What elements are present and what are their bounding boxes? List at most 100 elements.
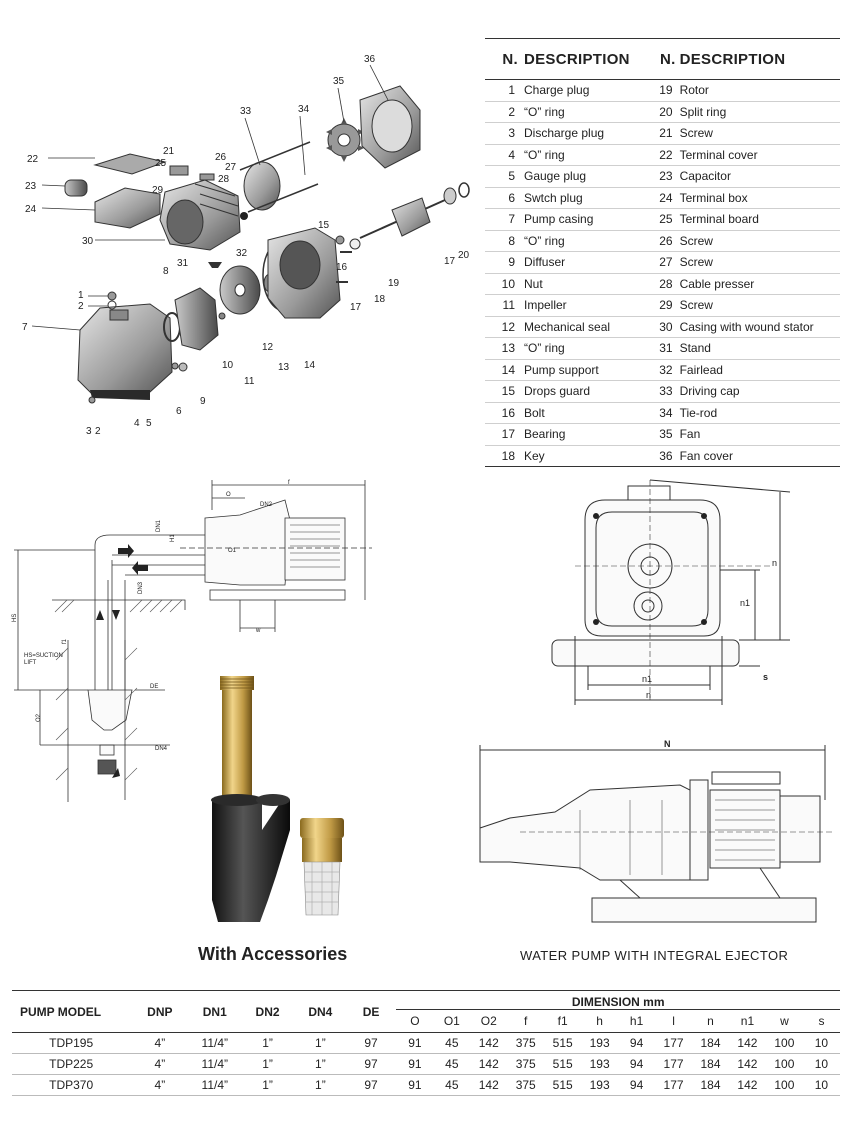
part-number: 18 xyxy=(485,445,524,467)
cell-dn2: 1” xyxy=(240,1074,296,1096)
part-description: Fan cover xyxy=(679,445,840,467)
cell-dim: 142 xyxy=(728,1032,766,1054)
part-number: 6 xyxy=(485,187,524,209)
part-description: Stand xyxy=(679,337,840,360)
header-dn4: DN4 xyxy=(295,990,346,1033)
part-number: 13 xyxy=(485,337,524,360)
part-number: 8 xyxy=(485,230,524,252)
callout-34: 34 xyxy=(298,104,310,115)
dim-label-dn2: DN2 xyxy=(260,502,273,508)
part-description: Discharge plug xyxy=(524,122,651,145)
part-description: “O” ring xyxy=(524,101,651,123)
part-number: 32 xyxy=(650,359,680,381)
part-number: 23 xyxy=(650,165,680,188)
part-description: Screw xyxy=(679,230,840,252)
header-dim: O2 xyxy=(470,1009,508,1033)
cell-dn2: 1” xyxy=(240,1032,296,1054)
callout-32: 32 xyxy=(236,248,248,259)
part-number: 14 xyxy=(485,359,524,381)
callout-17b: 17 xyxy=(350,302,362,313)
part-description: Impeller xyxy=(524,294,651,317)
callout-21: 21 xyxy=(163,146,175,157)
part-number: 5 xyxy=(485,165,524,188)
part-description: Gauge plug xyxy=(524,165,651,188)
part-number: 35 xyxy=(650,423,680,446)
callout-17: 17 xyxy=(444,256,456,267)
dim-label-f1: f1 xyxy=(62,638,68,644)
part-description: Bolt xyxy=(524,402,651,424)
part-description: “O” ring xyxy=(524,230,651,252)
part-number: 20 xyxy=(650,101,680,123)
cell-dim: 142 xyxy=(728,1074,766,1096)
part-number: 21 xyxy=(650,122,680,145)
cell-dnp: 4” xyxy=(130,1053,190,1075)
header-dnp: DNP xyxy=(130,990,190,1033)
part-number: 34 xyxy=(650,402,680,424)
callout-19: 19 xyxy=(388,278,400,289)
dim-label-dn3: DN3 xyxy=(138,581,144,594)
cell-dim: 375 xyxy=(507,1032,545,1054)
cell-dn2: 1” xyxy=(240,1053,296,1075)
cell-dim: 142 xyxy=(728,1053,766,1075)
header-de: DE xyxy=(345,990,397,1033)
part-description: Screw xyxy=(679,251,840,274)
part-description: Fairlead xyxy=(679,359,840,381)
header-dim: O xyxy=(396,1009,434,1033)
header-pump-model: PUMP MODEL xyxy=(12,990,131,1033)
callout-30: 30 xyxy=(82,236,94,247)
front-view-diagram: n n1 n1 n s xyxy=(551,479,791,705)
cell-dim: 45 xyxy=(433,1032,471,1054)
cell-dim: 142 xyxy=(470,1053,508,1075)
callout-4: 4 xyxy=(134,418,140,429)
cell-dnp: 4” xyxy=(130,1032,190,1054)
callout-11: 11 xyxy=(244,376,255,387)
callout-23: 23 xyxy=(25,181,37,192)
cell-dim: 45 xyxy=(433,1053,471,1075)
part-description: Terminal box xyxy=(679,187,840,209)
part-number: 2 xyxy=(485,101,524,123)
dim-label-h1: H1 xyxy=(170,534,176,542)
accessories-image xyxy=(211,676,344,922)
installation-diagram: O DN2 DN1 H1 O1 DN3 HS HS=SUCTION LIFT O… xyxy=(12,480,372,802)
part-description: Nut xyxy=(524,273,651,295)
part-description: Terminal cover xyxy=(679,144,840,166)
cell-dn1: 11/4” xyxy=(189,1032,241,1054)
cell-dim: 142 xyxy=(470,1074,508,1096)
callout-10: 10 xyxy=(222,360,234,371)
dim-label-o2: O2 xyxy=(36,713,42,722)
part-description: Drops guard xyxy=(524,380,651,403)
cell-de-val: 97 xyxy=(345,1032,397,1054)
header-dim: s xyxy=(802,1009,840,1033)
cell-model: TDP370 xyxy=(12,1074,131,1096)
callout-5: 5 xyxy=(146,418,152,429)
cell-dn1: 11/4” xyxy=(189,1053,241,1075)
front-label-s: s xyxy=(763,672,768,682)
cell-dim: 515 xyxy=(544,1053,582,1075)
cell-dim: 142 xyxy=(470,1032,508,1054)
callout-13: 13 xyxy=(278,362,290,373)
callout-36: 36 xyxy=(364,54,376,65)
part-number: 4 xyxy=(485,144,524,166)
header-dim: O1 xyxy=(433,1009,471,1033)
part-number: 16 xyxy=(485,402,524,424)
callout-31: 31 xyxy=(177,258,189,269)
part-number: 29 xyxy=(650,294,680,317)
part-description: Swtch plug xyxy=(524,187,651,209)
dimension-table: PUMP MODEL DNP DN1 DN2 DN4 DE DIMENSION … xyxy=(12,990,840,1096)
callout-6: 6 xyxy=(176,406,182,417)
callout-20: 20 xyxy=(458,250,470,261)
cell-dim: 515 xyxy=(544,1032,582,1054)
part-number: 25 xyxy=(650,208,680,231)
